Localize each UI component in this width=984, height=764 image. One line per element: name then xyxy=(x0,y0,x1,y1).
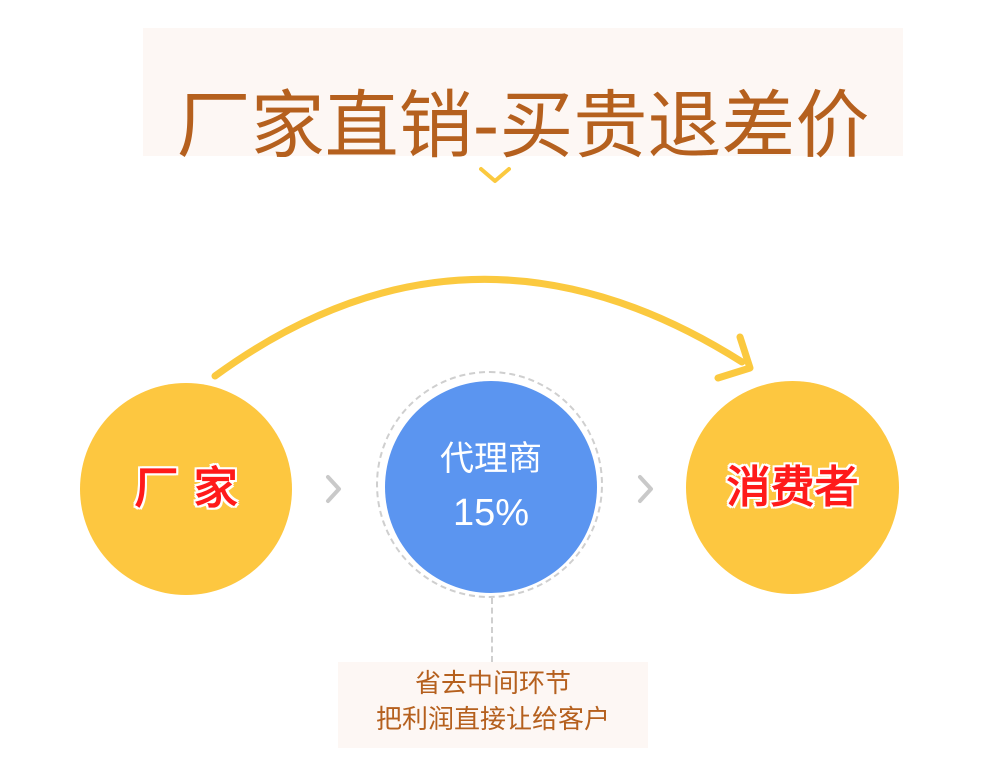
consumer-label: 消费者 xyxy=(726,461,859,513)
page-title: 厂家直销-买贵退差价 xyxy=(176,83,870,169)
chevron-right-icon xyxy=(326,475,341,503)
manufacturer-label: 厂 家 xyxy=(134,463,238,514)
agent-dashed-ring xyxy=(376,371,603,598)
caption-line-1: 省去中间环节 xyxy=(414,669,571,699)
agent-percentage: 15% xyxy=(452,492,530,534)
title-band: 厂家直销-买贵退差价 xyxy=(143,28,903,169)
chevron-down-icon xyxy=(479,167,511,183)
caption-band: 省去中间环节 把利润直接让给客户 xyxy=(338,662,648,748)
caption-line-2: 把利润直接让给客户 xyxy=(375,705,610,735)
consumer-node: 消费者 xyxy=(686,381,899,594)
agent-label: 代理商 xyxy=(440,440,542,478)
connector-line xyxy=(491,598,493,662)
agent-node: 代理商 15% xyxy=(385,381,597,593)
manufacturer-node: 厂 家 xyxy=(80,383,292,595)
chevron-right-icon xyxy=(638,475,653,503)
